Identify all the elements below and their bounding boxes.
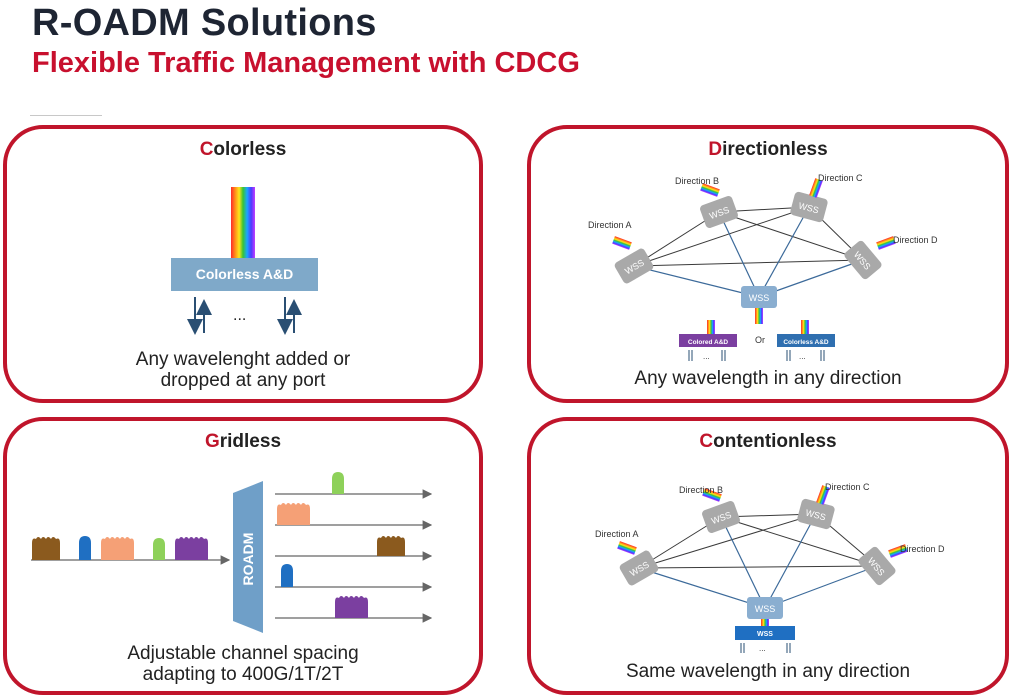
wss-node-a: WSS xyxy=(612,236,654,284)
ports-ellipsis: ... xyxy=(233,307,247,324)
rainbow-spectrum-icon xyxy=(755,308,763,324)
colorless-panel: Colorless Colorless A&D ... Any waveleng… xyxy=(3,125,483,403)
rainbow-spectrum-icon xyxy=(816,485,830,505)
gridless-caption-2: adapting to 400G/1T/2T xyxy=(142,664,344,685)
mesh-links xyxy=(638,513,878,569)
contentionless-title: Contentionless xyxy=(699,431,837,452)
port-arrows-icon xyxy=(688,350,825,361)
directionless-panel: Directionless WSS WSS WSS xyxy=(527,125,1009,403)
rainbow-spectrum-icon xyxy=(801,320,809,334)
rainbow-spectrum-icon xyxy=(809,178,823,198)
wss-node-center: WSS xyxy=(747,597,783,619)
input-channels xyxy=(32,536,208,560)
wss-node-a: WSS xyxy=(617,541,659,586)
gridless-caption-1: Adjustable channel spacing xyxy=(127,643,359,664)
rainbow-spectrum-icon xyxy=(707,320,715,334)
gridless-title: Gridless xyxy=(204,431,282,452)
colorless-ad-box xyxy=(777,334,835,347)
output-channels xyxy=(277,472,405,618)
wss-node-c: WSS xyxy=(797,485,835,530)
direction-b-label: Direction B xyxy=(675,176,719,186)
wss-links xyxy=(633,206,864,298)
ports-ellipsis: ... xyxy=(799,352,806,361)
rainbow-spectrum-icon xyxy=(231,187,255,259)
svg-text:ROADM: ROADM xyxy=(240,533,256,586)
directionless-mesh-diagram: WSS WSS WSS WSS WSS Direction A Directio… xyxy=(588,173,938,361)
contentionless-mesh-diagram: WSS WSS WSS WSS WSS WSS ... xyxy=(595,482,945,653)
roadm-block xyxy=(233,481,263,633)
mesh-links xyxy=(633,206,864,267)
ports-ellipsis: ... xyxy=(759,644,766,653)
wss-links xyxy=(638,513,878,609)
colorless-diagram xyxy=(187,187,302,335)
title-divider xyxy=(30,115,102,116)
direction-d-label: Direction D xyxy=(900,544,945,554)
svg-text:WSS: WSS xyxy=(749,293,770,303)
wss-node-d: WSS xyxy=(858,544,908,586)
direction-c-label: Direction C xyxy=(825,482,870,492)
direction-b-label: Direction B xyxy=(679,485,723,495)
rainbow-spectrum-icon xyxy=(876,236,896,250)
rainbow-spectrum-icon xyxy=(888,544,908,558)
wss-node-b: WSS xyxy=(700,183,738,228)
port-arrows-icon xyxy=(740,643,791,653)
colorless-caption-2: dropped at any port xyxy=(160,370,326,391)
direction-labels: Direction A Direction B Direction C Dire… xyxy=(588,173,938,245)
rainbow-spectrum-icon xyxy=(761,619,769,627)
svg-text:Colored A&D: Colored A&D xyxy=(688,339,729,346)
direction-a-label: Direction A xyxy=(588,220,632,230)
colorless-ad-box: Colorless A&D xyxy=(171,258,318,291)
rainbow-spectrum-icon xyxy=(702,488,722,502)
gridless-spectrum-diagram: ROADM xyxy=(31,472,433,633)
page-subtitle: Flexible Traffic Management with CDCG xyxy=(32,47,580,79)
svg-text:WSS: WSS xyxy=(755,604,776,614)
rainbow-spectrum-icon xyxy=(617,541,637,555)
direction-c-label: Direction C xyxy=(818,173,863,183)
rainbow-spectrum-icon xyxy=(700,183,720,197)
or-label: Or xyxy=(755,335,765,345)
contentionless-panel: Contentionless WSS WSS WSS xyxy=(527,417,1009,695)
page-title: R-OADM Solutions xyxy=(32,2,377,44)
directionless-title: Directionless xyxy=(708,139,828,160)
rainbow-spectrum-icon xyxy=(612,236,632,250)
gridless-panel: Gridless ROADM Adjustable channel spacin… xyxy=(3,417,483,695)
svg-text:Colorless A&D: Colorless A&D xyxy=(783,339,829,346)
colored-ad-box xyxy=(679,334,737,347)
wss-node-b: WSS xyxy=(702,488,740,533)
wss-node-center: WSS xyxy=(741,286,777,324)
contentionless-wss-box xyxy=(735,626,795,640)
colorless-caption-1: Any wavelenght added or xyxy=(135,349,351,370)
svg-text:WSS: WSS xyxy=(757,631,773,638)
direction-labels: Direction A Direction B Direction C Dire… xyxy=(595,482,945,554)
direction-d-label: Direction D xyxy=(893,235,938,245)
contentionless-caption: Same wavelength in any direction xyxy=(625,661,911,682)
ports-ellipsis: ... xyxy=(703,352,710,361)
wss-node-c: WSS xyxy=(790,178,828,223)
colorless-title: Colorless xyxy=(199,139,287,160)
wss-node-d: WSS xyxy=(844,236,896,280)
directionless-caption: Any wavelength in any direction xyxy=(634,368,902,389)
direction-a-label: Direction A xyxy=(595,529,639,539)
